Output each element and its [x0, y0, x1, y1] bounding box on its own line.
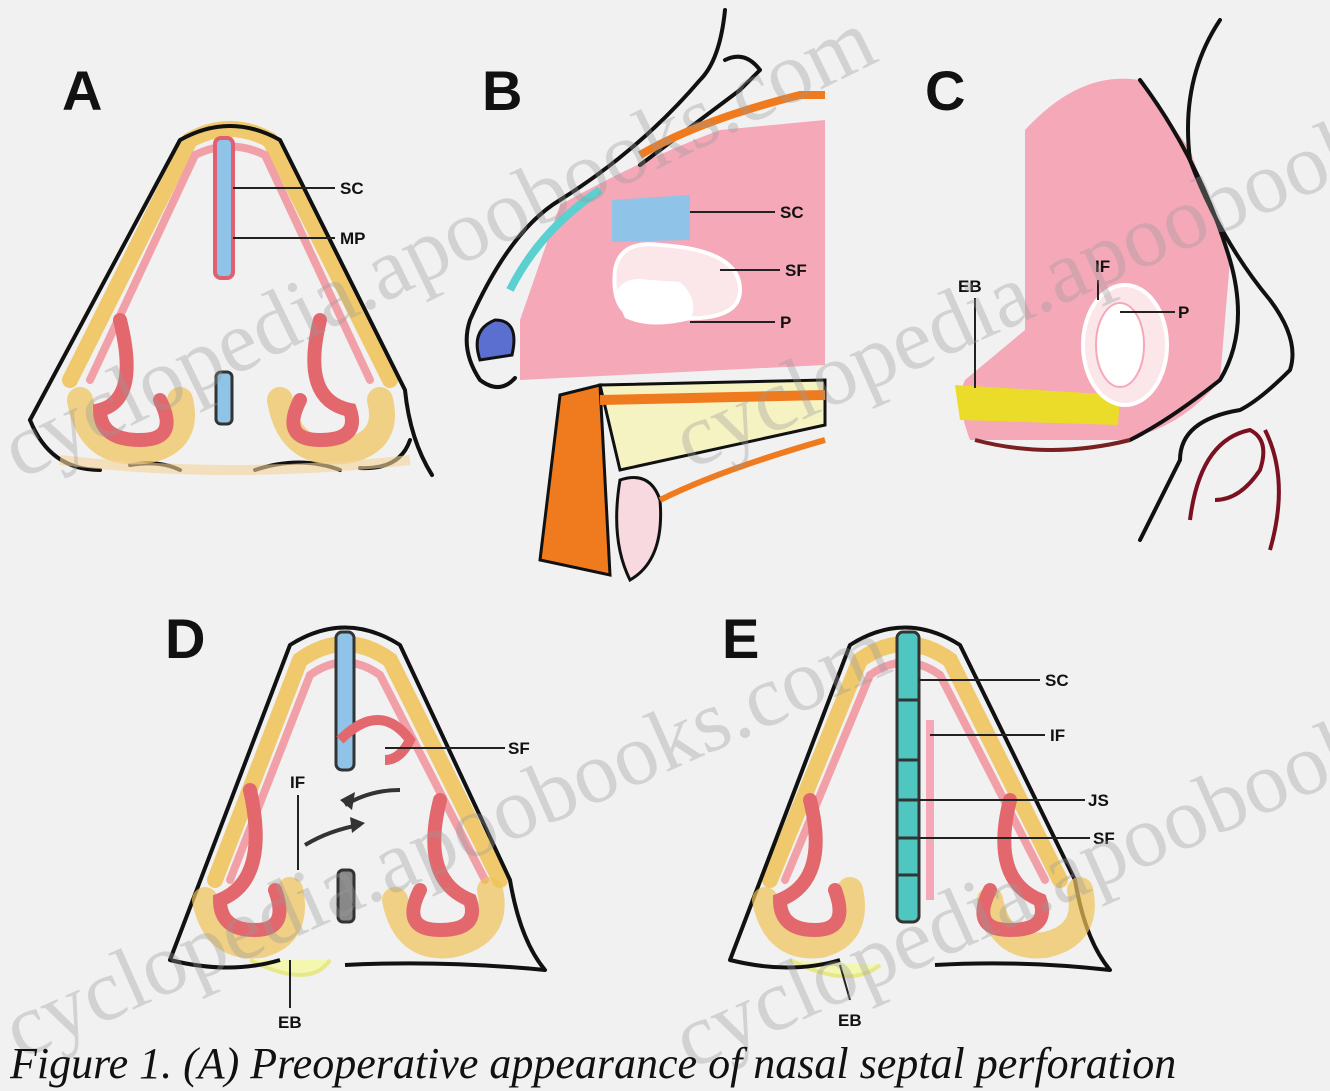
panel-c-perforation — [1096, 303, 1144, 387]
panel-a-septal-cartilage — [215, 138, 233, 278]
panel-d-if-label: IF — [290, 773, 305, 792]
panel-c-lip-outline — [1265, 430, 1279, 550]
panel-c-p-label: P — [1178, 303, 1189, 322]
panel-d-eb-label: EB — [278, 1013, 302, 1032]
figure-caption: Figure 1. (A) Preoperative appearance of… — [10, 1038, 1330, 1089]
panel-b-maxilla-bone — [540, 385, 610, 575]
panel-b-sf-label: SF — [785, 261, 807, 280]
panel-e-sc-label: SC — [1045, 671, 1069, 690]
panel-b-lower-lateral-cartilage — [477, 320, 514, 360]
panel-b-sc-label: SC — [780, 203, 804, 222]
panel-b-incisor-tooth — [617, 478, 661, 581]
panel-e-if-label: IF — [1050, 726, 1065, 745]
panel-e-septal-graft — [897, 632, 919, 922]
panel-b-perforation — [615, 279, 693, 325]
panel-d-upper-arrowhead — [340, 792, 355, 810]
panel-b-letter: B — [482, 59, 522, 122]
panel-b-p-label: P — [780, 313, 791, 332]
panel-a-base-shadow — [60, 460, 410, 470]
panel-d-letter: D — [165, 607, 205, 670]
panel-a-letter: A — [62, 59, 102, 122]
panel-a-sc-label: SC — [340, 179, 364, 198]
panel-c-letter: C — [925, 59, 965, 122]
panel-c-floor-outline — [975, 440, 1130, 450]
panel-d-septal-cartilage — [336, 632, 354, 770]
panel-c-nostril-outline — [1190, 430, 1263, 520]
